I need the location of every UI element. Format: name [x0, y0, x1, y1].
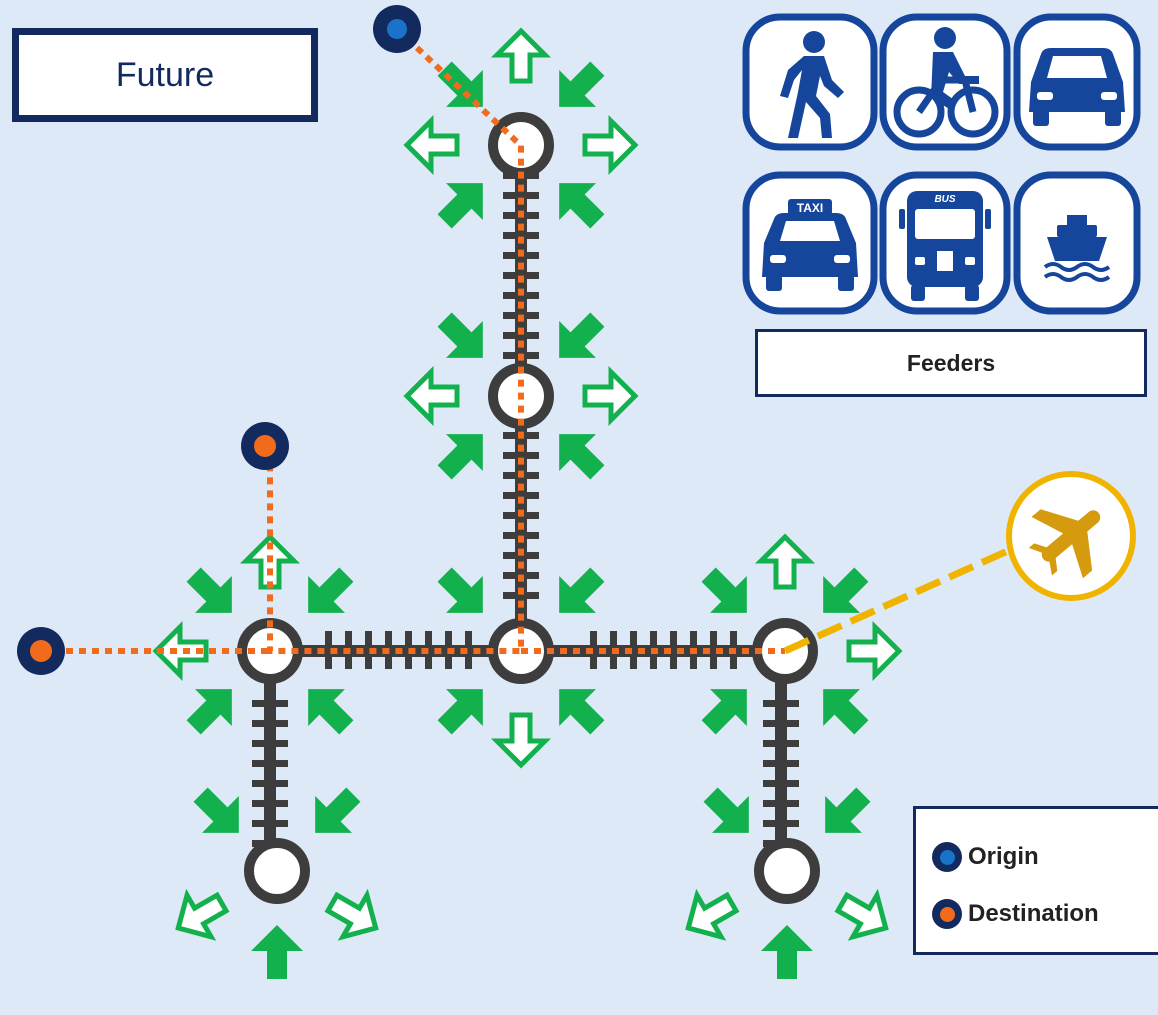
rail-tie	[365, 631, 372, 669]
origin-marker-icon	[932, 842, 962, 872]
legend-destination: Destination	[932, 899, 1099, 929]
outbound-arrow-icon	[676, 882, 743, 949]
inbound-arrow-icon	[426, 556, 502, 632]
destination-point-north	[241, 422, 289, 470]
rail-tie	[503, 452, 539, 459]
legend-origin-label: Origin	[968, 843, 1039, 870]
inbound-arrow-icon	[540, 164, 616, 240]
outbound-arrow-icon	[585, 121, 635, 169]
outbound-arrow-icon	[166, 882, 233, 949]
inbound-arrow-icon	[426, 415, 502, 491]
rail-tie	[503, 192, 539, 199]
outbound-arrow-icon	[761, 537, 809, 587]
inbound-arrow-icon	[804, 670, 880, 746]
rail-tie	[252, 740, 288, 747]
taxi-icon: TAXI	[742, 171, 878, 315]
rail-tie	[252, 720, 288, 727]
inbound-arrow-icon	[175, 556, 251, 632]
inbound-arrow-icon	[426, 670, 502, 746]
rail-tie	[252, 700, 288, 707]
rail-tie	[503, 232, 539, 239]
title-text: Future	[115, 55, 215, 94]
rail-tie	[763, 720, 799, 727]
rail-tie	[252, 780, 288, 787]
inbound-arrow-icon	[251, 925, 303, 979]
destination-point-west	[17, 627, 65, 675]
inbound-arrow-icon	[540, 301, 616, 377]
inbound-arrow-icon	[426, 50, 502, 126]
inbound-arrow-icon	[540, 556, 616, 632]
inbound-arrow-icon	[182, 776, 258, 852]
legend: Origin Destination	[913, 806, 1158, 955]
airport-icon	[1006, 471, 1136, 601]
car-icon	[1013, 13, 1141, 151]
outbound-arrow-icon	[320, 882, 387, 949]
inbound-arrow-icon	[540, 670, 616, 746]
rail-tie	[252, 760, 288, 767]
inbound-arrow-icon	[296, 776, 372, 852]
rail-tie	[590, 631, 597, 669]
rail-tie	[763, 820, 799, 827]
legend-origin: Origin	[932, 842, 1039, 872]
inbound-arrow-icon	[540, 50, 616, 126]
outbound-arrow-icon	[407, 372, 457, 420]
station-node	[754, 838, 820, 904]
rail-tie	[503, 592, 539, 599]
inbound-arrow-icon	[690, 670, 766, 746]
rail-tie	[252, 820, 288, 827]
rail-tie	[325, 631, 332, 669]
rail-tie	[503, 272, 539, 279]
station-node	[244, 838, 310, 904]
rail-tie	[503, 332, 539, 339]
routes	[40, 27, 1014, 655]
rail-tie	[763, 740, 799, 747]
ferry-icon	[1013, 171, 1141, 315]
destination-marker-icon	[932, 899, 962, 929]
rail-tie	[670, 631, 677, 669]
origin-point	[373, 5, 421, 53]
outbound-arrow-icon	[849, 627, 899, 675]
bus-icon: BUS	[879, 171, 1011, 315]
inbound-arrow-icon	[804, 556, 880, 632]
rail-tie	[763, 760, 799, 767]
rail-tie	[763, 780, 799, 787]
feeders-label-text: Feeders	[906, 349, 996, 376]
outbound-arrow-icon	[585, 372, 635, 420]
outbound-arrow-icon	[497, 715, 545, 765]
inbound-arrow-icon	[690, 556, 766, 632]
outbound-arrow-icon	[497, 31, 545, 81]
stations	[237, 112, 820, 904]
rail-tie	[465, 631, 472, 669]
inbound-arrow-icon	[175, 670, 251, 746]
rail-tie	[710, 631, 717, 669]
legend-destination-label: Destination	[968, 900, 1099, 927]
inbound-arrow-icon	[289, 556, 365, 632]
inbound-arrow-icon	[761, 925, 813, 979]
inbound-arrow-icon	[806, 776, 882, 852]
title-box: Future	[12, 28, 318, 122]
outbound-arrow-icon	[830, 882, 897, 949]
rail-tie	[252, 800, 288, 807]
feeder-icons: TAXI BUS	[742, 13, 1141, 315]
rail-tie	[503, 492, 539, 499]
walking-person-icon	[742, 13, 878, 151]
rail-tie	[763, 700, 799, 707]
bicycle-icon	[879, 13, 1011, 151]
rail-tie	[630, 631, 637, 669]
route-dotted	[267, 27, 524, 654]
inbound-arrow-icon	[692, 776, 768, 852]
taxi-sign-text: TAXI	[797, 201, 823, 215]
inbound-arrow-icon	[426, 164, 502, 240]
bus-sign-text: BUS	[934, 194, 955, 205]
inbound-arrow-icon	[540, 415, 616, 491]
rail-tie	[503, 532, 539, 539]
outbound-arrow-icon	[407, 121, 457, 169]
inbound-arrow-icon	[289, 670, 365, 746]
inbound-arrow-icon	[426, 301, 502, 377]
rail-tie	[763, 800, 799, 807]
feeders-label: Feeders	[755, 329, 1147, 397]
rail-tie	[425, 631, 432, 669]
airport-link-dashed	[783, 545, 1014, 655]
